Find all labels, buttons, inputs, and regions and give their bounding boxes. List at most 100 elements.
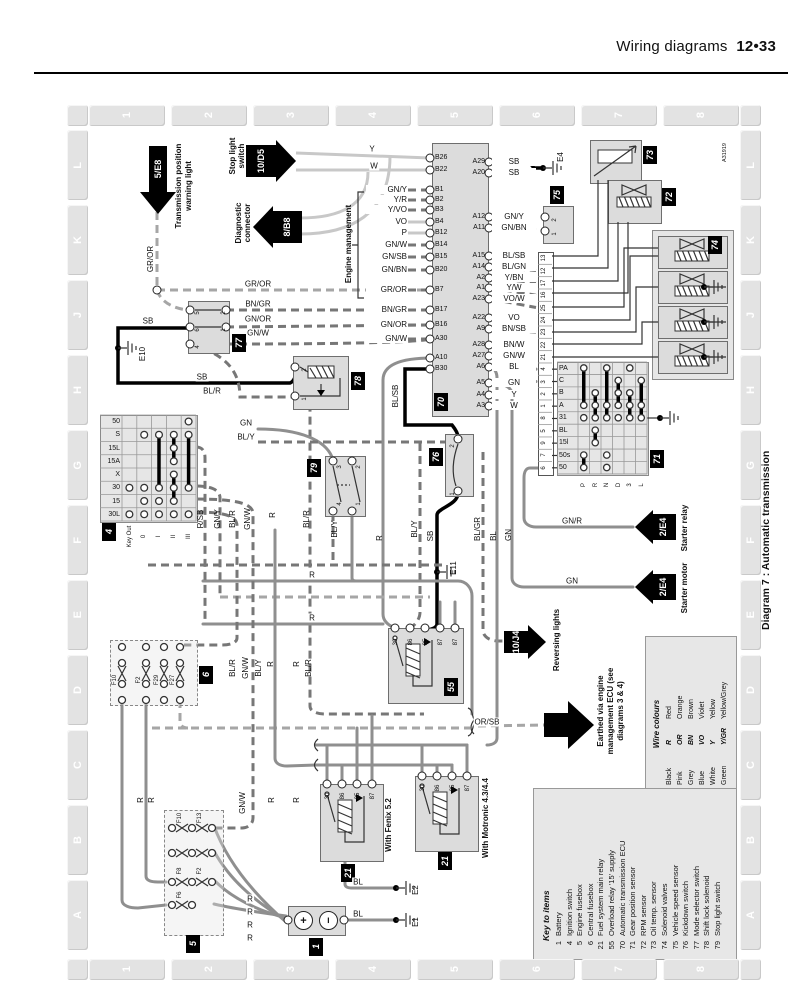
contact-circle <box>637 376 646 385</box>
pin-circle <box>425 353 435 363</box>
pin-circle <box>425 205 435 215</box>
contact-circle <box>602 451 611 459</box>
coil-hatch <box>432 795 448 803</box>
contact-circle <box>154 510 164 519</box>
wire-label-vertical: 22 <box>540 341 547 348</box>
pin-circle <box>425 252 435 262</box>
arrow-earthed-shaft <box>544 713 568 737</box>
contact-circle <box>625 401 634 410</box>
pin-circle <box>328 506 338 516</box>
pin-circle <box>453 486 463 496</box>
wire-label-vertical: E10 <box>138 346 147 362</box>
wire-label-vertical: 2 <box>450 444 456 448</box>
block-id-71: 71 <box>650 450 664 468</box>
wire-label-vertical: F13 <box>197 812 203 824</box>
wire-label-vertical: BL/R <box>302 510 311 528</box>
block-id-text: 75 <box>552 189 562 200</box>
fuse-terminal <box>207 877 217 887</box>
arrow-reversing-shaft <box>504 631 528 653</box>
wire-label-vertical: R <box>267 797 276 803</box>
wire-label-vertical: F6 <box>177 891 183 899</box>
wire-label-vertical: GN/Y <box>213 509 222 529</box>
block-id-74: 74 <box>708 236 722 254</box>
fuse-terminal <box>167 900 177 910</box>
coil-hatch <box>698 355 704 367</box>
wire-label-vertical: F29 <box>154 674 160 686</box>
wire-label-vertical: 85 <box>450 784 456 792</box>
arrow-starter-relay-head <box>632 510 653 544</box>
ecu-right-wire-label: W <box>492 401 536 410</box>
pin-circle <box>425 195 435 205</box>
pin-circle <box>185 305 195 315</box>
arrow-diag-head <box>250 206 273 248</box>
wire-label-vertical: BL/R <box>228 510 237 528</box>
wire-label-vertical: R <box>266 661 275 667</box>
ground-icon <box>396 881 415 895</box>
wire-label: SB <box>195 372 209 382</box>
contact-circle <box>625 413 634 422</box>
wire-label-vertical: 3 <box>337 465 343 469</box>
grid-corner <box>740 959 761 980</box>
wire-label: GN <box>565 576 579 586</box>
coil-hatch <box>687 250 693 262</box>
coil-hatch <box>405 671 421 679</box>
wire-label-vertical: 3 <box>540 379 547 384</box>
block-id-4: 4 <box>102 523 116 541</box>
ecu-left-wire-label: VO <box>366 217 408 226</box>
pin-label: A1 <box>476 284 485 291</box>
relay-node <box>392 635 398 641</box>
grid-ref-col-1: 1 <box>89 959 165 980</box>
block-id-1: 1 <box>309 938 323 956</box>
ecu-right-wire-label: Y/W <box>492 283 536 292</box>
coil-hatch <box>698 320 704 332</box>
contact-circle <box>169 510 178 519</box>
wire-label-vertical: 30 <box>393 638 399 646</box>
ecu-left-wire-label: GN/Y <box>366 185 408 194</box>
block-id-77: 77 <box>232 334 246 352</box>
coil-hatch <box>337 803 353 811</box>
wire-label-vertical: 25 <box>540 304 547 311</box>
wire-label-vertical: D <box>615 482 622 488</box>
contact-circle <box>154 496 164 506</box>
pin-label: B22 <box>435 166 448 173</box>
ecu-right-wire-label: GN/W <box>492 351 536 360</box>
grid-ref-row-D: D <box>740 655 761 725</box>
fuse-terminal <box>159 658 169 668</box>
wire-label-vertical: P <box>581 483 587 488</box>
wire-label: R <box>308 570 316 580</box>
ground-icon <box>396 913 415 927</box>
gear-sensor-box-71 <box>557 362 649 476</box>
coil-hatch <box>681 355 688 367</box>
pin-label: A3 <box>476 402 485 409</box>
block-id-78: 78 <box>351 372 365 390</box>
fuse-terminal <box>175 658 185 668</box>
pin-label: BL <box>559 426 568 434</box>
arrow-trans-head <box>140 192 176 217</box>
fuse-element <box>159 665 169 682</box>
wire-label-vertical: 87 <box>370 792 376 800</box>
coil-hatch <box>640 196 646 208</box>
wire-label-vertical: III <box>185 534 192 540</box>
pin-circle <box>417 771 427 781</box>
ecu-right-wire-label: VO <box>492 313 536 322</box>
wire-label-vertical: 5 <box>540 429 547 433</box>
pin-label: A23 <box>472 295 485 302</box>
wire-label: GN/R <box>561 516 583 526</box>
fuse-terminal <box>117 695 127 705</box>
ecu-left-wire-label: P <box>366 228 408 237</box>
pin-circle <box>425 165 435 175</box>
coil-hatch <box>698 285 704 297</box>
pin-circle <box>328 456 338 466</box>
fuse-element <box>141 665 151 682</box>
wire-label-vertical: 1 <box>302 397 308 401</box>
grid-corner <box>67 105 88 126</box>
contact-circle <box>169 483 178 492</box>
pin-circle <box>447 771 457 781</box>
block-id-text: 77 <box>234 337 244 348</box>
wire-label-vertical: GN/W <box>243 508 252 530</box>
grid-ref-col-2: 2 <box>171 959 247 980</box>
wire-label-vertical: 21 <box>540 353 547 361</box>
ecu-left-wire-label: GN/W <box>366 240 408 249</box>
wire-label-vertical: BL/Y <box>410 520 419 538</box>
fuse-terminal <box>117 679 127 689</box>
